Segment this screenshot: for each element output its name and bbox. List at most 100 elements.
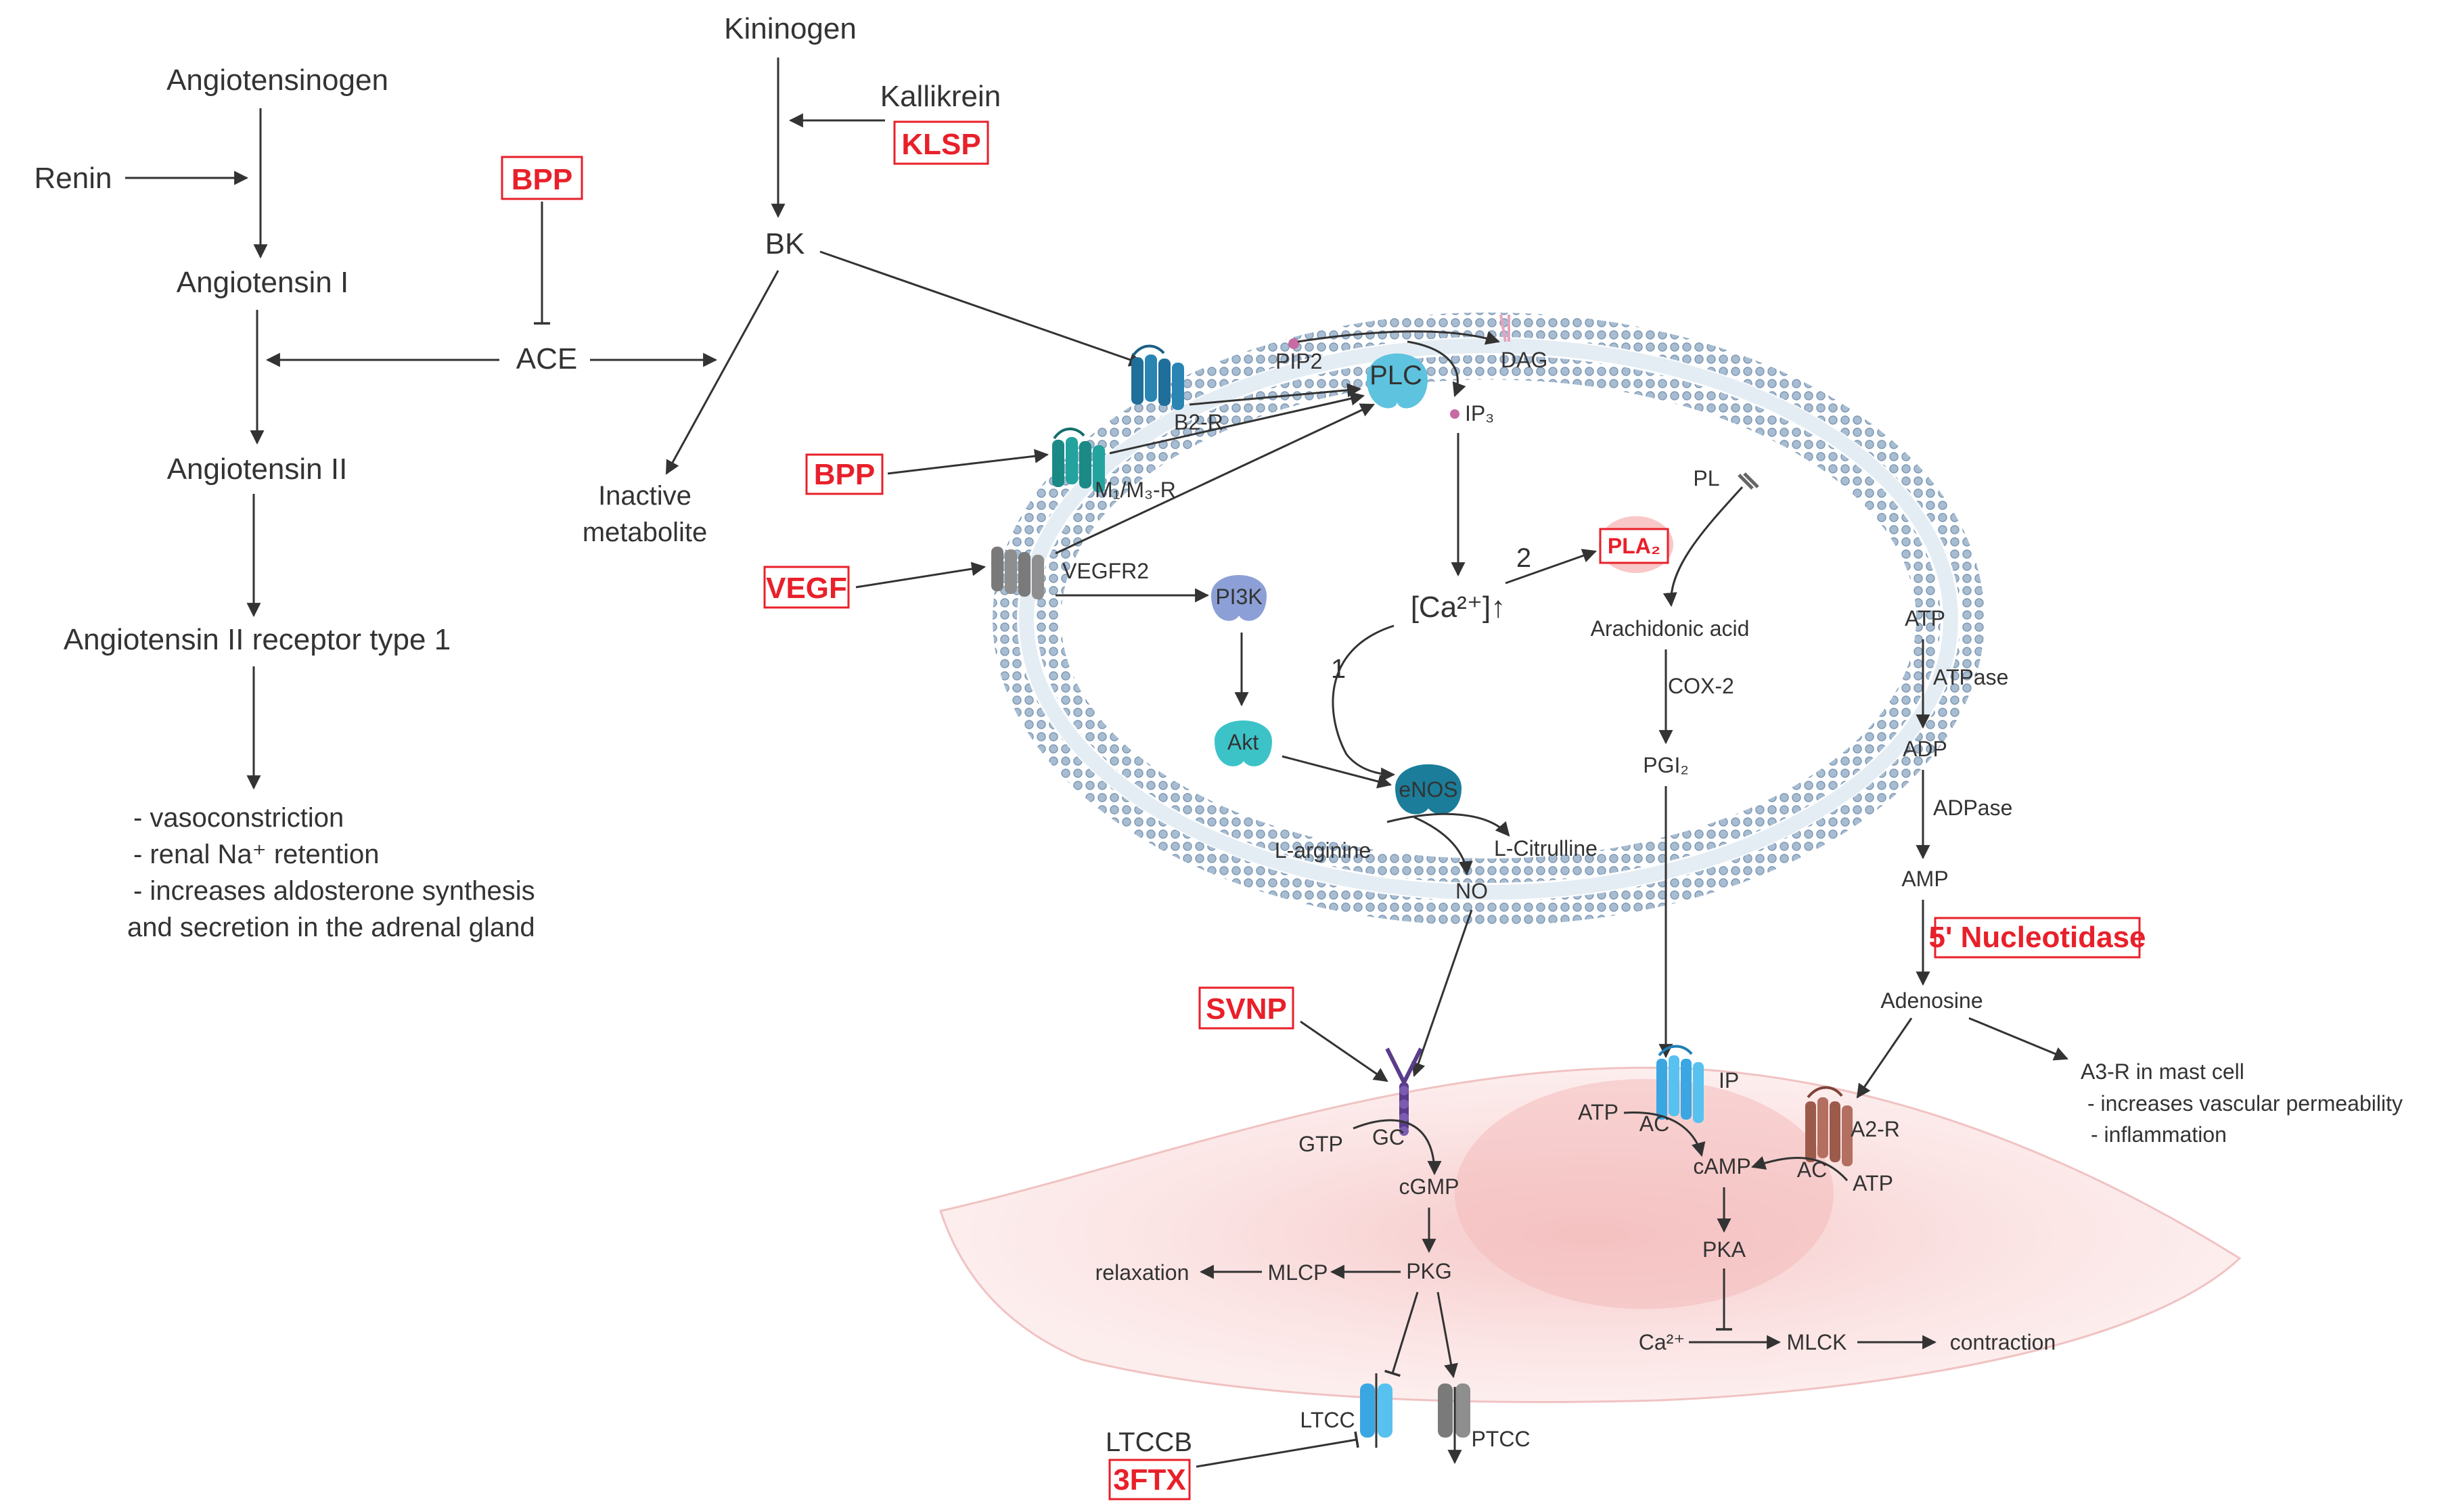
klsp-box	[893, 120, 989, 165]
nucleus	[1455, 1079, 1834, 1309]
ltcc-label: LTCC	[1300, 1408, 1355, 1432]
m1m3r-label: M₁/M₃-R	[1095, 478, 1176, 502]
pip2-to-dag-arrow	[1297, 330, 1501, 345]
mlck-label: MLCK	[1787, 1330, 1847, 1354]
kininogen-label: Kininogen	[724, 12, 857, 45]
ca2-label: Ca²⁺	[1639, 1330, 1685, 1354]
nucleotidase-label: 5' Nucleotidase	[1928, 921, 2146, 954]
ptcc-label: PTCC	[1471, 1427, 1530, 1451]
enos-label: eNOS	[1399, 777, 1457, 802]
amp-label: AMP	[1901, 867, 1948, 891]
pkg-to-ptcc-arrow	[1436, 1291, 1458, 1379]
vegf-label: VEGF	[766, 572, 847, 605]
vegfr2-label: VEGFR2	[1062, 559, 1149, 583]
bpp-to-m-arrow	[887, 449, 1049, 475]
angiotensinogen-label: Angiotensinogen	[166, 64, 388, 97]
b2r-label: B2-R	[1174, 410, 1223, 434]
pip2-dot-icon	[1288, 338, 1299, 349]
pka-label: PKA	[1702, 1237, 1746, 1262]
contraction-label: contraction	[1950, 1330, 2056, 1354]
lcitrulline-label: L-Citrulline	[1494, 836, 1598, 861]
a2r-label: A2-R	[1851, 1117, 1900, 1141]
dag-label: DAG	[1501, 348, 1547, 372]
akt-to-enos-arrow	[1282, 755, 1392, 789]
b2r-receptor-icon	[1131, 344, 1184, 410]
ca-to-pla2-arrow	[1505, 549, 1597, 585]
angiotensin-i-label: Angiotensin I	[177, 266, 348, 299]
atpase-label: ATPase	[1933, 665, 2008, 689]
atp-label: ATP	[1905, 606, 1945, 631]
a2r-receptor-icon	[1805, 1086, 1853, 1166]
atp-ac-label: ATP	[1578, 1100, 1618, 1124]
raas-effect-1: - vasoconstriction	[133, 803, 344, 833]
pi3k-label: PI3K	[1215, 585, 1262, 609]
angiotensin-ii-label: Angiotensin II	[167, 453, 348, 486]
camp-label: cAMP	[1693, 1154, 1750, 1178]
relaxation-label: relaxation	[1095, 1260, 1190, 1285]
ltccb-label: LTCCB	[1106, 1427, 1192, 1457]
step-1-label: 1	[1331, 654, 1346, 684]
cgmp-label: cGMP	[1399, 1174, 1459, 1199]
gc-receptor-icon	[1385, 1047, 1423, 1136]
larginine-to-no-arrow	[1413, 816, 1473, 876]
raas-effect-2: - renal Na⁺ retention	[133, 840, 380, 869]
pla2-label: PLA₂	[1608, 534, 1660, 558]
adp-label: ADP	[1903, 737, 1947, 761]
bk-label: BK	[765, 227, 805, 260]
step-2-label: 2	[1516, 543, 1531, 573]
ptcc-channel-icon	[1438, 1383, 1470, 1465]
atp2-to-camp-arrow	[1751, 1155, 1849, 1181]
ip-label: IP	[1719, 1068, 1739, 1093]
vegfr2-to-plc-arrow	[1055, 403, 1375, 555]
adenosine-to-a3r-arrow	[1968, 1017, 2068, 1061]
bk-to-inactive-arrow	[665, 270, 779, 475]
pgi2-label: PGI₂	[1643, 753, 1689, 777]
ca-label: [Ca²⁺]↑	[1411, 591, 1506, 624]
b2r-to-plc-arrow	[1189, 383, 1362, 406]
raas-effect-4: and secretion in the adrenal gland	[127, 913, 535, 942]
inactive-label-1: Inactive	[598, 481, 692, 511]
ftx-inhibit-ltcc	[1196, 1431, 1359, 1468]
nucleotidase-box	[1934, 917, 2141, 959]
klsp-label: KLSP	[901, 128, 980, 161]
ip3-dot-icon	[1450, 409, 1459, 419]
ip-receptor-icon	[1656, 1045, 1704, 1123]
endothelial-membrane	[993, 313, 1985, 925]
bpp-ace-box	[501, 156, 583, 200]
atp-to-camp-arrow	[1623, 1111, 1706, 1158]
ace-label: ACE	[516, 342, 577, 375]
adenosine-to-a2r-arrow	[1856, 1017, 1913, 1099]
arachidonic-label: Arachidonic acid	[1591, 616, 1750, 641]
ltcc-channel-icon	[1360, 1373, 1392, 1448]
gtp-to-cgmp-arrow	[1353, 1119, 1442, 1176]
m-to-plc-arrow	[1109, 391, 1365, 455]
plc-icon	[1367, 353, 1428, 409]
vegf-box	[763, 566, 850, 609]
dag-icon	[1499, 314, 1510, 342]
bpp-m-label: BPP	[814, 458, 875, 491]
a3r-label: A3-R in mast cell	[2081, 1059, 2244, 1084]
a3r-effect-1: - increases vascular permeability	[2087, 1091, 2403, 1116]
pkg-label: PKG	[1406, 1259, 1452, 1283]
svnp-label: SVNP	[1206, 992, 1287, 1026]
akt-icon	[1215, 720, 1272, 766]
gtp-label: GTP	[1298, 1132, 1343, 1156]
m1m3r-receptor-icon	[1052, 428, 1105, 492]
larginine-to-lcitrulline-arrow	[1386, 812, 1510, 837]
svnp-to-gc-arrow	[1300, 1020, 1388, 1082]
pi3k-icon	[1211, 575, 1267, 621]
pl-label: PL	[1693, 466, 1719, 490]
plc-label: PLC	[1369, 361, 1422, 390]
pla2-box	[1599, 528, 1669, 564]
svnp-box	[1198, 986, 1294, 1030]
adpase-label: ADPase	[1933, 796, 2012, 820]
ftx-label: 3FTX	[1113, 1463, 1186, 1496]
gc-label: GC	[1372, 1125, 1405, 1149]
bpp-ace-label: BPP	[512, 163, 572, 196]
pkg-inhibit-ltcc	[1384, 1291, 1419, 1377]
renin-label: Renin	[35, 162, 112, 195]
cox2-label: COX-2	[1668, 674, 1734, 698]
inactive-label-2: metabolite	[583, 518, 708, 547]
ftx-box	[1108, 1459, 1191, 1500]
